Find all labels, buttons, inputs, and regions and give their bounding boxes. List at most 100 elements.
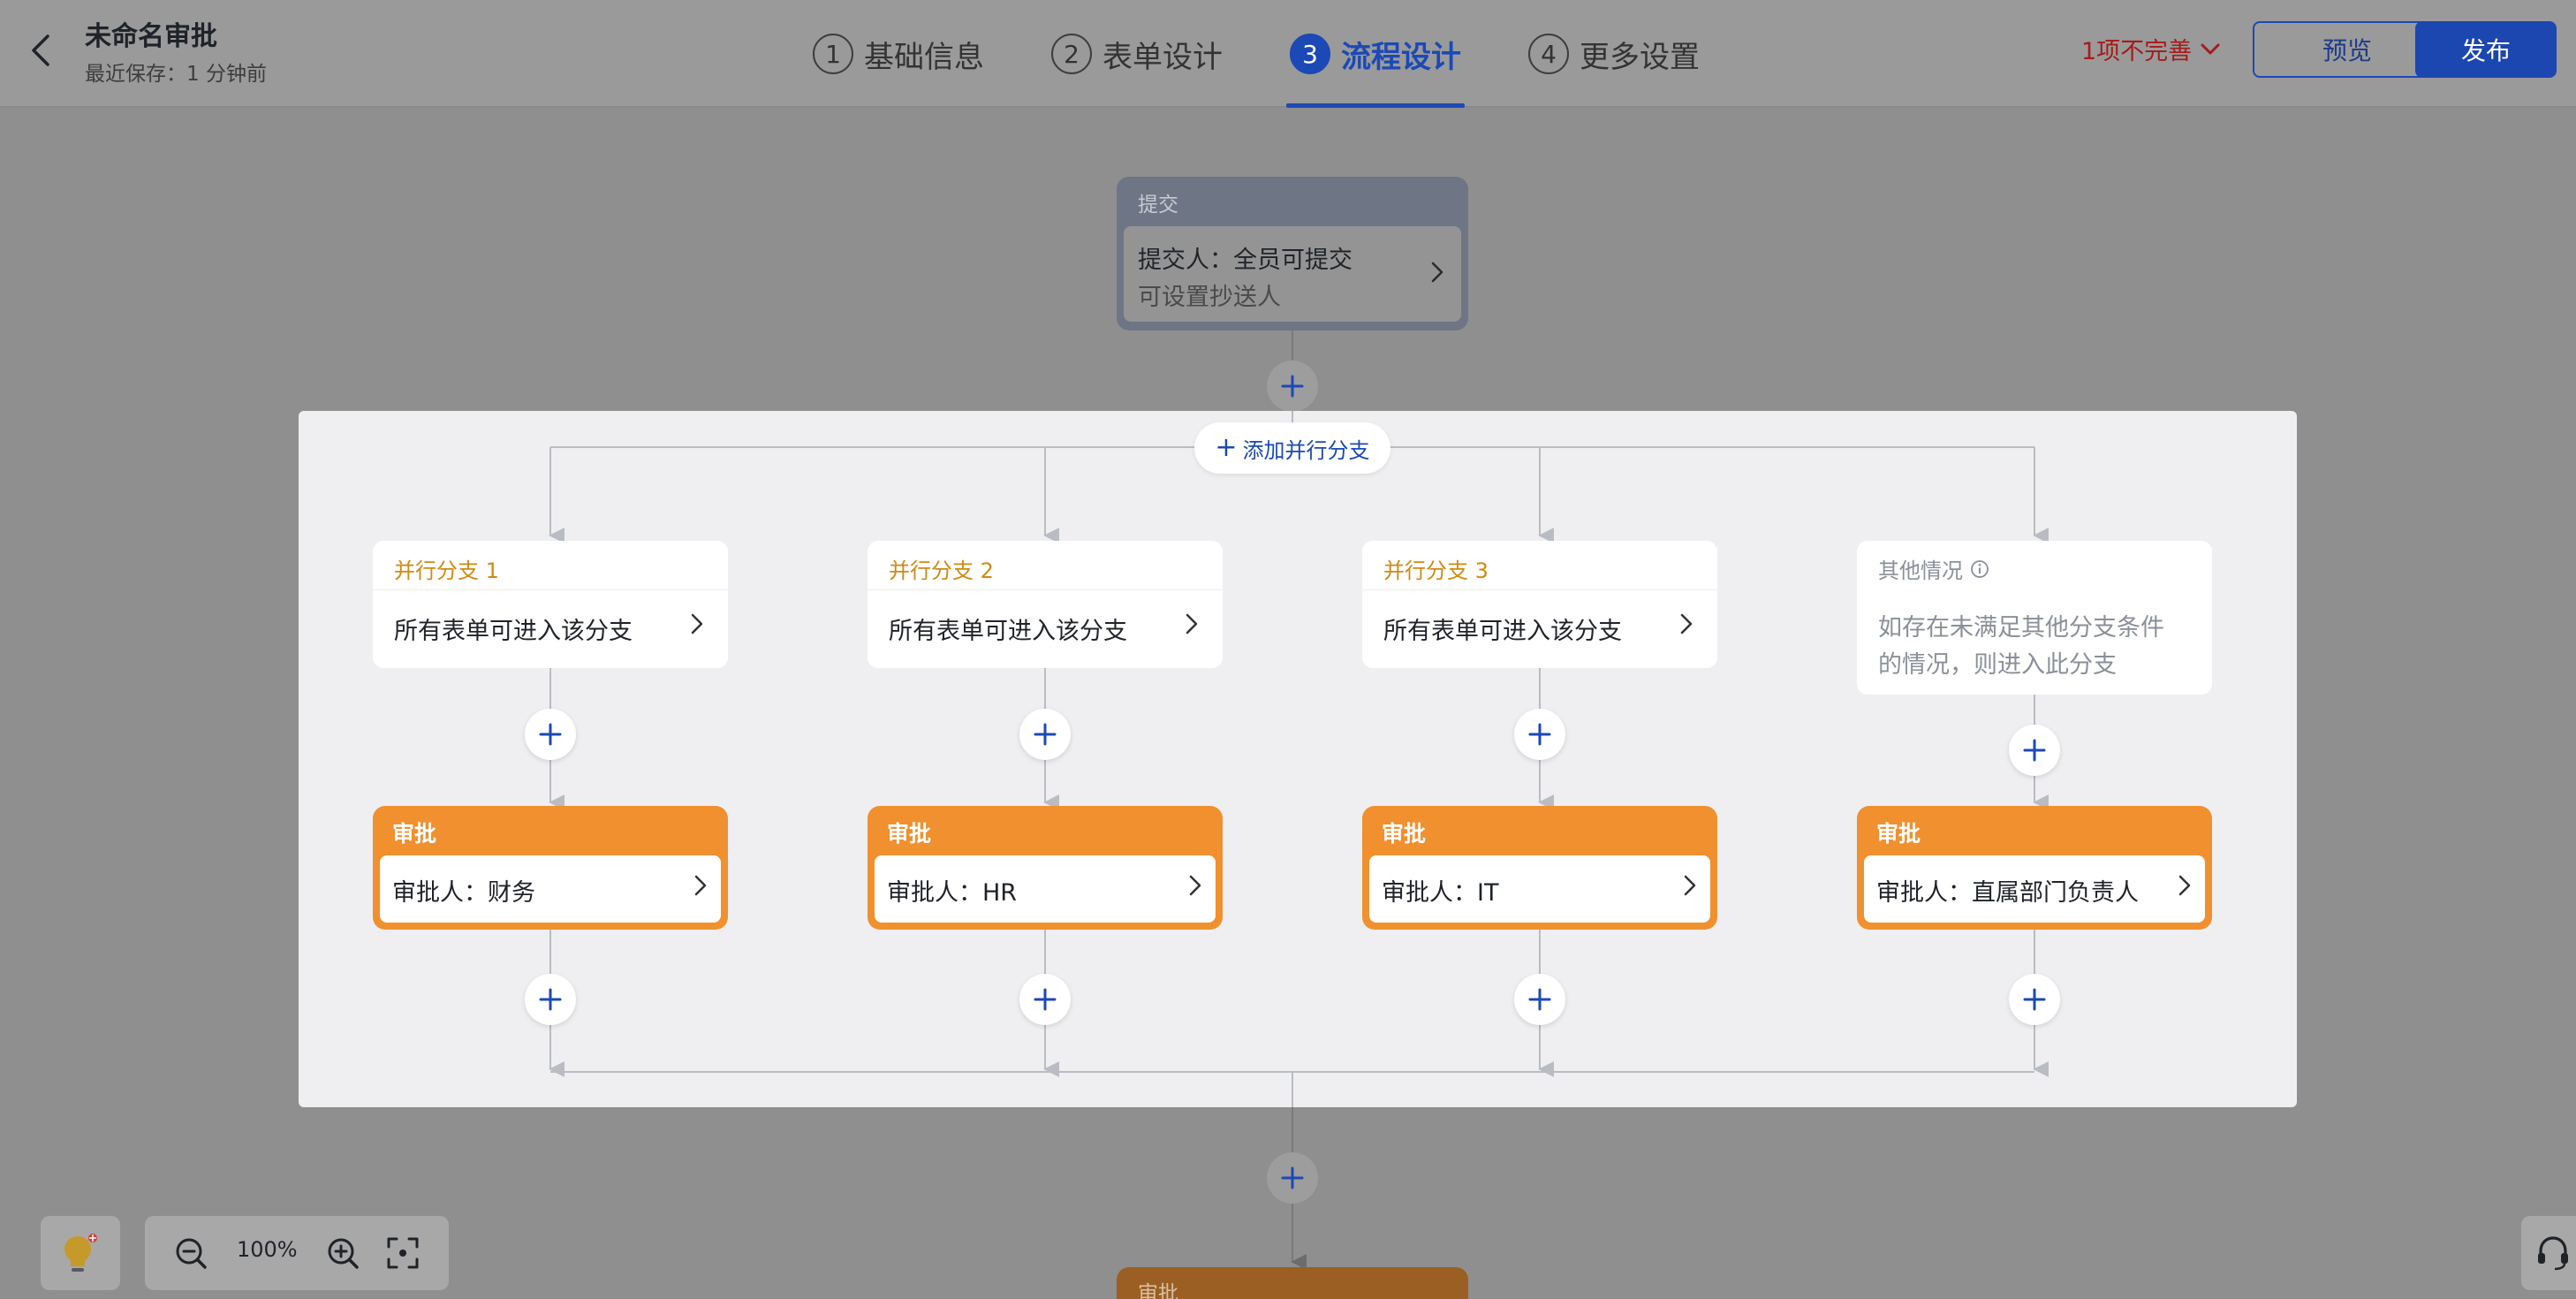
approval-node: 审批 审批人：IT <box>1362 806 1717 930</box>
chevron-right-icon <box>1684 875 1696 896</box>
plus-icon <box>1528 723 1551 746</box>
zoom-in-icon <box>328 1238 359 1269</box>
add-node-button[interactable] <box>1514 709 1565 760</box>
step-label: 表单设计 <box>1102 39 1223 75</box>
chevron-right-icon <box>1186 613 1198 634</box>
add-node-button[interactable] <box>1019 709 1071 760</box>
back-button[interactable] <box>23 28 58 72</box>
branch-condition-card[interactable]: 并行分支 2 所有表单可进入该分支 <box>868 541 1223 668</box>
zoom-out-icon <box>176 1238 207 1269</box>
approver-text: 审批人：直属部门负责人 <box>1876 879 2139 907</box>
plus-icon <box>539 723 562 746</box>
submit-node-header: 提交 <box>1138 194 1178 216</box>
submit-node-body[interactable]: 提交人：全员可提交 可设置抄送人 <box>1124 226 1461 322</box>
approval-node: 审批 审批人：财务 <box>373 806 728 930</box>
plus-icon <box>539 988 562 1011</box>
plus-icon <box>1034 723 1057 746</box>
branch-title: 并行分支 1 <box>394 558 499 583</box>
divider <box>1362 589 1717 590</box>
parallel-branch-container <box>299 411 2297 1107</box>
approval-node-body[interactable]: 审批人：财务 <box>380 855 721 923</box>
other-branch-text-line: 的情况，则进入此分支 <box>1878 651 2117 679</box>
branch-condition-text: 所有表单可进入该分支 <box>889 618 1127 645</box>
other-branch-description: 如存在未满足其他分支条件 的情况，则进入此分支 <box>1878 610 2164 684</box>
branch-condition-text: 所有表单可进入该分支 <box>394 618 633 645</box>
lightbulb-icon <box>64 1234 97 1272</box>
info-icon <box>1971 559 1989 578</box>
step-label: 更多设置 <box>1580 39 1700 75</box>
incomplete-warning-dropdown[interactable]: 1项不完善 <box>2081 32 2220 66</box>
customer-support-button[interactable] <box>2521 1216 2576 1290</box>
approval-node-header: 审批 <box>887 821 932 847</box>
submit-node: 提交 提交人：全员可提交 可设置抄送人 <box>1117 177 1468 330</box>
other-branch-title: 其他情况 <box>1878 558 1963 583</box>
add-node-button[interactable] <box>1019 974 1071 1025</box>
top-header: 未命名审批 最近保存：1 分钟前 1 基础信息 2 表单设计 3 流程设计 4 … <box>0 0 2576 108</box>
add-node-button[interactable] <box>525 974 576 1025</box>
plus-icon <box>2023 739 2046 762</box>
step-label: 基础信息 <box>864 39 984 75</box>
add-node-button[interactable] <box>525 709 576 760</box>
branch-condition-text: 所有表单可进入该分支 <box>1383 618 1622 645</box>
approval-node-body[interactable]: 审批人：直属部门负责人 <box>1864 855 2205 923</box>
plus-icon <box>1281 1166 1304 1189</box>
add-node-button[interactable] <box>2009 974 2060 1025</box>
add-node-button[interactable] <box>1514 974 1565 1025</box>
chevron-right-icon <box>1431 262 1443 283</box>
chevron-right-icon <box>1680 613 1693 634</box>
branch-condition-card[interactable]: 并行分支 3 所有表单可进入该分支 <box>1362 541 1717 668</box>
chevron-left-icon <box>32 34 49 66</box>
branch-condition-card[interactable]: 并行分支 1 所有表单可进入该分支 <box>373 541 728 668</box>
step-label: 流程设计 <box>1341 39 1461 75</box>
plus-icon <box>2023 988 2046 1011</box>
chevron-right-icon <box>694 875 707 896</box>
step-number: 4 <box>1528 34 1569 74</box>
approver-text: 审批人：财务 <box>392 879 535 907</box>
approval-node: 审批 审批人：HR <box>868 806 1223 930</box>
approver-text: 审批人：IT <box>1382 879 1499 907</box>
add-parallel-branch-button[interactable]: + 添加并行分支 <box>1194 422 1390 474</box>
preview-button[interactable]: 预览 <box>2253 21 2442 78</box>
fit-screen-button[interactable] <box>382 1232 424 1274</box>
chevron-right-icon <box>1189 875 1201 896</box>
tips-button[interactable] <box>41 1216 120 1290</box>
tab-process-design[interactable]: 3 流程设计 <box>1286 0 1465 108</box>
tab-form-design[interactable]: 2 表单设计 <box>1051 0 1223 108</box>
chevron-right-icon <box>691 613 703 634</box>
step-tabs: 1 基础信息 2 表单设计 3 流程设计 4 更多设置 <box>813 0 1767 108</box>
approval-node[interactable]: 审批 <box>1117 1267 1468 1299</box>
add-node-button[interactable] <box>2009 725 2060 776</box>
plus-icon <box>1281 375 1304 398</box>
zoom-in-button[interactable] <box>322 1232 364 1274</box>
approval-node-header: 审批 <box>392 821 437 847</box>
cc-hint-text: 可设置抄送人 <box>1138 284 1281 311</box>
add-node-button[interactable] <box>1267 361 1318 412</box>
canvas-zoom-toolbar: 100% <box>145 1216 449 1290</box>
incomplete-label: 1项不完善 <box>2081 38 2193 65</box>
approver-text: 审批人：HR <box>887 879 1018 907</box>
publish-button[interactable]: 发布 <box>2415 21 2557 78</box>
chevron-down-icon <box>2201 43 2220 54</box>
plus-icon <box>1528 988 1551 1011</box>
tab-more-settings[interactable]: 4 更多设置 <box>1528 0 1700 108</box>
plus-icon <box>1034 988 1057 1011</box>
zoom-level: 100% <box>237 1237 298 1262</box>
branch-title: 并行分支 3 <box>1383 558 1489 583</box>
other-branch-card[interactable]: 其他情况 如存在未满足其他分支条件 的情况，则进入此分支 <box>1857 541 2212 695</box>
headset-icon <box>2538 1236 2568 1271</box>
branch-title: 其他情况 <box>1878 553 1989 584</box>
approval-node-body[interactable]: 审批人：HR <box>875 855 1216 923</box>
step-number: 1 <box>813 34 853 74</box>
approval-node-body[interactable]: 审批人：IT <box>1369 855 1710 923</box>
other-branch-text-line: 如存在未满足其他分支条件 <box>1878 614 2164 642</box>
fit-screen-icon <box>387 1237 419 1269</box>
add-node-button[interactable] <box>1267 1152 1318 1204</box>
approval-node-header: 审批 <box>1876 821 1921 847</box>
last-saved-text: 最近保存：1 分钟前 <box>85 63 267 86</box>
step-number: 3 <box>1290 34 1330 74</box>
zoom-out-button[interactable] <box>170 1232 212 1274</box>
approval-node: 审批 审批人：直属部门负责人 <box>1857 806 2212 930</box>
tab-basic-info[interactable]: 1 基础信息 <box>813 0 984 108</box>
chevron-right-icon <box>2178 875 2191 896</box>
branch-title: 并行分支 2 <box>889 558 994 583</box>
